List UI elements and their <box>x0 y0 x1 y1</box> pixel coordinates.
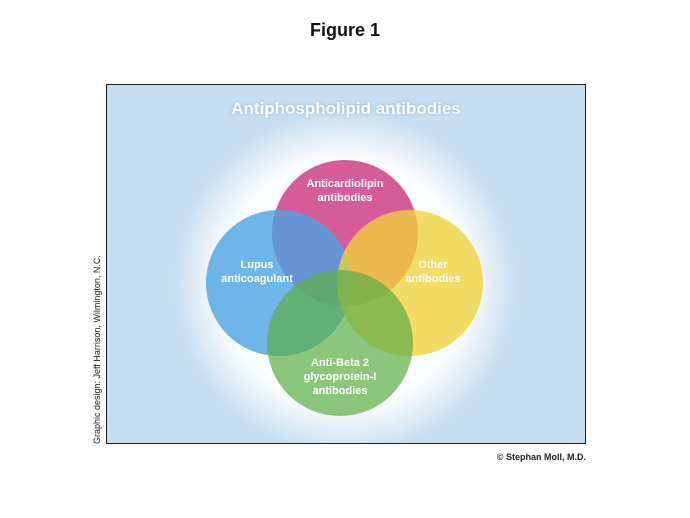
other-label-line1: Other <box>418 259 448 271</box>
anticardiolipin-label-line1: Anticardiolipin <box>307 178 384 190</box>
anti-beta2-label-line2: glycoprotein-I <box>304 371 377 383</box>
figure-title: Figure 1 <box>309 20 380 40</box>
other-label-line2: antibodies <box>405 273 460 285</box>
graphic-design-credit: Graphic design: Jeff Harrison, Wilmingto… <box>92 255 102 444</box>
copyright-notice: © Stephan Moll, M.D. <box>496 452 586 462</box>
anti-beta2-circle <box>267 270 413 416</box>
anti-beta2-label-line1: Anti-Beta 2 <box>311 357 369 369</box>
lupus-label-line2: anticoagulant <box>221 273 293 285</box>
anticardiolipin-label-line2: antibodies <box>317 192 372 204</box>
diagram-panel: Anticardiolipin antibodies Lupus anticoa… <box>106 84 586 444</box>
anti-beta2-label-line3: antibodies <box>312 385 367 397</box>
venn-diagram: Anticardiolipin antibodies Lupus anticoa… <box>173 111 517 443</box>
lupus-label-line1: Lupus <box>241 259 274 271</box>
panel-title: Antiphospholipid antibodies <box>231 99 461 118</box>
